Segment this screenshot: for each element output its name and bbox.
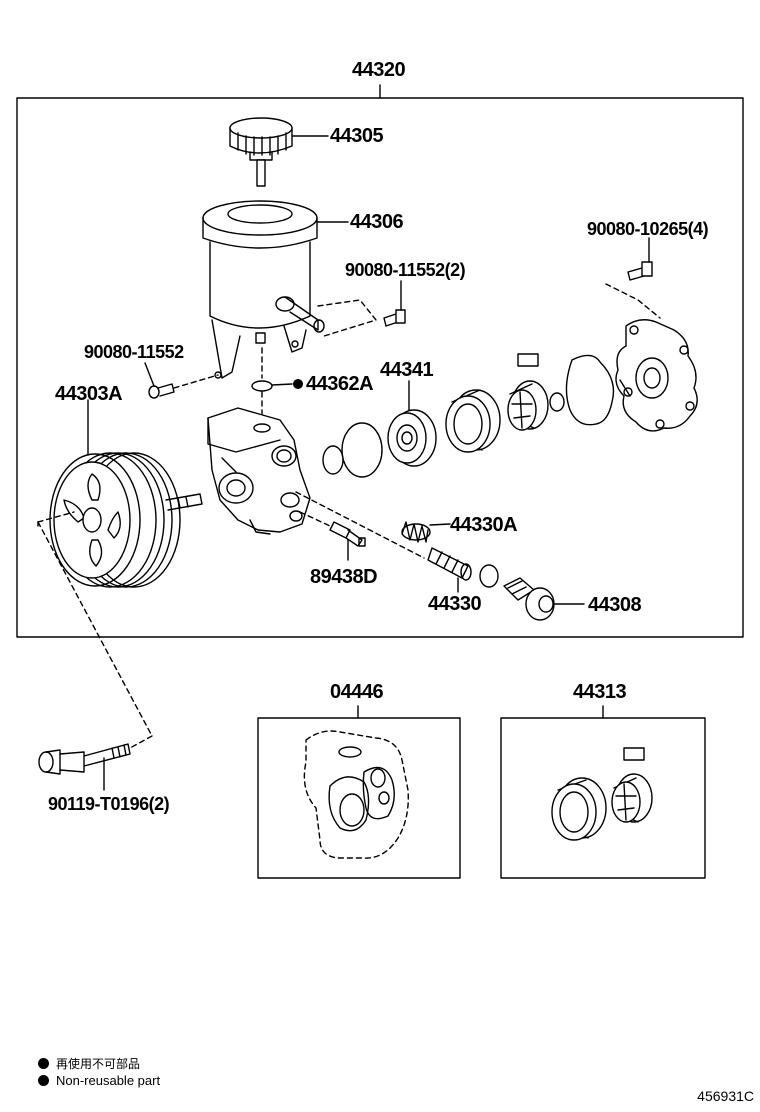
gasket-kit-parts bbox=[303, 730, 409, 859]
label-cap: 44305 bbox=[330, 125, 384, 147]
label-cam-kit: 44313 bbox=[573, 681, 627, 703]
legend-dot-icon bbox=[38, 1075, 49, 1086]
label-pressure-switch: 89438D bbox=[310, 566, 378, 588]
spring bbox=[401, 521, 451, 543]
diagram-code: 456931C bbox=[697, 1088, 754, 1104]
o-ring-44362a bbox=[251, 380, 273, 392]
pulley bbox=[49, 399, 181, 588]
legend-text-english: Non-reusable part bbox=[56, 1073, 161, 1088]
label-union: 44308 bbox=[588, 594, 642, 616]
pressure-switch bbox=[329, 521, 366, 561]
label-o-ring: 44362A bbox=[306, 373, 374, 395]
pulley-bolt bbox=[38, 743, 131, 791]
flow-control-valve bbox=[427, 547, 472, 593]
legend-line-japanese: 再使用不可部品 bbox=[38, 1055, 140, 1072]
o-ring-small bbox=[322, 445, 344, 475]
bolt-rear-4 bbox=[627, 237, 653, 281]
label-side-plate: 44341 bbox=[380, 359, 434, 381]
legend-line-english: Non-reusable part bbox=[38, 1073, 160, 1088]
gasket-kit-frame bbox=[257, 717, 461, 879]
small-ring bbox=[549, 392, 565, 412]
legend-dot-icon bbox=[38, 1058, 49, 1069]
label-assembly: 44320 bbox=[352, 59, 406, 81]
cam-ring bbox=[445, 389, 501, 453]
reservoir-cap bbox=[229, 117, 329, 187]
bolt-single bbox=[144, 362, 175, 399]
non-reusable-dot bbox=[293, 379, 303, 389]
label-bolt-single: 90080-11552 bbox=[84, 342, 184, 362]
vane bbox=[517, 353, 539, 367]
label-gasket-kit: 04446 bbox=[330, 681, 384, 703]
gasket bbox=[565, 354, 615, 426]
pump-body bbox=[207, 407, 311, 535]
label-spring: 44330A bbox=[450, 514, 518, 536]
o-ring-large bbox=[341, 422, 383, 478]
bolt-reservoir-2 bbox=[383, 280, 406, 327]
label-bolt-rear-4: 90080-10265(4) bbox=[587, 219, 709, 239]
label-pulley-bolt: 90119-T0196(2) bbox=[48, 794, 170, 814]
rear-housing bbox=[615, 319, 698, 432]
valve-o-ring bbox=[479, 564, 499, 588]
side-plate-44341 bbox=[387, 380, 437, 467]
cam-kit-parts bbox=[551, 747, 653, 841]
label-flow-control-valve: 44330 bbox=[428, 593, 482, 615]
label-pulley: 44303A bbox=[55, 383, 123, 405]
label-reservoir: 44306 bbox=[350, 211, 404, 233]
union bbox=[503, 577, 585, 621]
rotor bbox=[507, 380, 549, 431]
legend-text-japanese: 再使用不可部品 bbox=[56, 1057, 141, 1071]
label-bolt-reservoir-2: 90080-11552(2) bbox=[345, 260, 466, 280]
reservoir-tank bbox=[202, 200, 349, 379]
